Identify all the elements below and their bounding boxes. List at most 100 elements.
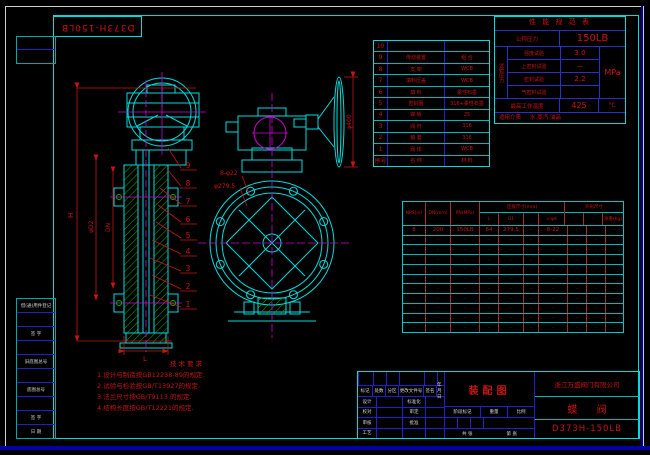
dim-row: ·········· (403, 312, 623, 323)
dim-cell: 8-22 (538, 226, 567, 235)
parts-cell: 材 料 (444, 155, 489, 166)
parts-cell (444, 41, 489, 52)
dim-cell: · (413, 295, 415, 302)
dim-row: ·········· (403, 302, 623, 313)
dim-cell: · (425, 294, 450, 303)
dim-cell: · (605, 255, 623, 264)
dim-row: ·········· (403, 293, 623, 303)
title-block-revision-grid: 标记 处数 分区 更改文件号 签名 年月日 设计 标准化 校对 审定 审核 (358, 372, 445, 438)
dim-cell: · (479, 323, 498, 333)
rev-col: 更改文件号 (398, 386, 423, 396)
dim-cell: · (498, 264, 523, 274)
dim-cell: · (586, 294, 605, 303)
parts-cell: 10 (376, 42, 385, 50)
max-temp-unit: °C (598, 99, 625, 113)
dim-row: ·········· (403, 254, 623, 264)
test-row-value: 3.0 (574, 49, 586, 58)
dim-cell: · (450, 235, 479, 245)
dim-cell: · (538, 245, 567, 255)
dim-cell: · (450, 264, 479, 274)
dim-cell: · (538, 294, 567, 303)
dim-cell: · (498, 274, 523, 284)
dim-cell: · (586, 313, 605, 323)
sign-label: 审核 (362, 420, 372, 426)
dim-height-label: H (67, 213, 75, 218)
balloon-4: 4 (186, 247, 191, 256)
drawing-number: D373H-150LB (535, 419, 639, 438)
dim-cell: · (479, 294, 498, 303)
scale-label: 比例 (507, 407, 534, 417)
parts-cell: 316+柔性石墨 (444, 98, 489, 109)
dim-cell: · (586, 303, 605, 313)
dim-cell: · (567, 226, 586, 235)
parts-cell: 传动装置 (387, 52, 444, 63)
dim-cell: · (413, 276, 415, 283)
dim-cell: · (605, 323, 623, 333)
sign-row: 审核 批准 (358, 418, 444, 429)
parts-cell: 组 合 (444, 52, 489, 63)
product-name: 蝶 阀 (535, 396, 639, 419)
dim-cell: · (479, 255, 498, 264)
note-line: 2.试验与检验按GB/T13927的规定. (97, 382, 201, 390)
parts-cell: 阀 体 (387, 144, 444, 155)
sign-label: 标准化 (402, 397, 425, 407)
dim-cell: · (479, 245, 498, 255)
parts-cell: 蝶 板 (387, 109, 444, 121)
dim-cell: · (538, 274, 567, 284)
dim-cell: · (498, 245, 523, 255)
balloon-3: 3 (186, 264, 191, 273)
test-row-label: 气密封试验 (508, 85, 560, 98)
stage-header-row: 阶段标记 重量 比例 (445, 406, 534, 417)
col-dot: · (523, 213, 538, 225)
test-row-value: — (561, 59, 599, 72)
dim-cell: · (479, 235, 498, 245)
parts-cell: 轴 套 (387, 132, 444, 144)
dim-handwheel-label: φ400 (346, 114, 353, 130)
dim-cell: · (479, 313, 498, 323)
dim-cell: · (413, 324, 415, 331)
dim-cell: · (523, 245, 538, 255)
dim-cell: · (567, 284, 586, 294)
title-block: 标记 处数 分区 更改文件号 签名 年月日 设计 标准化 校对 审定 审核 (357, 371, 640, 439)
dim-cell: · (425, 303, 450, 313)
dim-cell: · (413, 256, 415, 263)
dim-cell: · (425, 235, 450, 245)
parts-cell: 8 (378, 65, 383, 73)
stage-mark-boxes (445, 417, 534, 428)
dim-cell: · (523, 226, 538, 235)
front-view-centerlines (198, 93, 350, 338)
dim-cell: · (538, 264, 567, 274)
dim-cell: · (586, 245, 605, 255)
parts-cell: WCB (444, 63, 489, 75)
dim-cell: · (413, 314, 415, 321)
dim-cell: · (586, 235, 605, 245)
dim-cell: · (586, 226, 605, 235)
side-view-dimensions (74, 82, 196, 355)
test-pressure-label: 试验压力 (498, 62, 504, 83)
parts-cell: 填 料 (387, 86, 444, 98)
parts-cell: 1 (378, 145, 383, 153)
margin-cell: 日 期 (17, 424, 55, 438)
dim-cell: 200 (425, 226, 450, 235)
dim-cell: · (479, 284, 498, 294)
dim-cell: · (538, 255, 567, 264)
dim-cell: · (450, 313, 479, 323)
company-name: 浙江万盛阀门有限公司 (554, 381, 620, 389)
parts-cell: 序号 (374, 158, 387, 166)
margin-cell: 签 字 (17, 326, 55, 340)
col-weight: 净重(kg) (602, 213, 623, 225)
parts-cell: 7 (378, 77, 383, 85)
parts-cell: 25 (444, 109, 489, 121)
balloon-1: 1 (186, 300, 191, 309)
note-line: 3.法兰尺寸按GB/T9113 的规定. (97, 393, 192, 401)
dim-cell: · (605, 294, 623, 303)
parts-cell: 密封圈 (387, 98, 444, 109)
dim-row: ·········· (403, 273, 623, 284)
col-pn: PN(MPa) (450, 202, 479, 225)
